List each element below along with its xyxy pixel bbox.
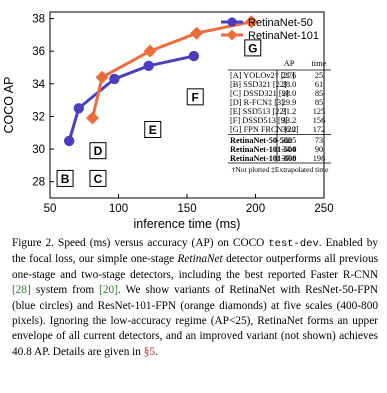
legend-label: RetinaNet-50: [248, 17, 313, 29]
speed-accuracy-chart: 50 100 150 200 250 28 30 32 34 36 38 inference time…: [2, 11, 334, 231]
table-cell-name: RetinaNet-101-800: [230, 154, 296, 163]
table-header: AP: [284, 58, 295, 68]
table-cell-time: 90: [315, 145, 323, 154]
x-tick-label: 100: [109, 203, 128, 215]
legend-label: RetinaNet-101: [248, 30, 319, 42]
table-cell-time: 85: [315, 89, 323, 98]
point-label: D: [94, 144, 103, 158]
data-point-circle: [143, 60, 154, 72]
data-point-circle: [109, 73, 120, 85]
table-cell-name: RetinaNet-101-500: [230, 145, 296, 154]
point-label-box: [244, 39, 262, 57]
legend-marker-circle: [227, 17, 237, 27]
caption-text: . We show variants of RetinaNet with Res…: [12, 284, 378, 358]
table-cell-ap: 32.5: [282, 136, 297, 145]
data-point-diamond: [85, 111, 99, 125]
table-cell-time: 25: [315, 71, 323, 80]
table-cell-time: 198: [313, 154, 325, 163]
citation-link[interactable]: [20]: [99, 284, 118, 297]
x-axis-label: inference time (ms): [134, 217, 241, 231]
table-cell-time: 61: [315, 80, 323, 89]
series-line: [67, 54, 195, 142]
table-cell-name: [A] YOLOv2† [27]: [230, 71, 295, 80]
data-point-diamond: [143, 44, 157, 58]
table-cell-ap: 36.2: [282, 125, 297, 134]
table-footnote: †Not plotted ‡Extrapolated time: [232, 165, 330, 174]
table-cell-ap: 34.4: [282, 145, 297, 154]
table-cell-name: RetinaNet-50-500: [230, 136, 292, 145]
y-tick-label: 28: [32, 177, 45, 189]
y-tick-label: 30: [32, 144, 45, 156]
point-label: F: [192, 90, 199, 104]
x-tick-label: 200: [246, 203, 265, 215]
point-label: C: [94, 172, 103, 186]
x-tick-label: 150: [177, 203, 196, 215]
caption-code: test-dev: [268, 238, 319, 250]
table-cell-name: [F] DSSD513 [9]: [230, 116, 288, 125]
y-axis-label: COCO AP: [2, 77, 16, 134]
data-point-diamond: [95, 70, 109, 84]
data-point-circle: [73, 103, 84, 114]
y-tick-label: 38: [32, 14, 45, 26]
y-tick-label: 34: [32, 79, 45, 91]
point-label-box: [56, 169, 74, 187]
point-label: B: [61, 172, 70, 186]
y-tick-label: 32: [32, 111, 45, 123]
table-cell-ap: 33.2: [282, 116, 297, 125]
table-cell-time: 172: [313, 125, 325, 134]
table-cell-name: [D] R-FCN‡ [3]: [230, 98, 284, 107]
table-cell-name: [G] FPN FRCN [20]: [230, 125, 299, 134]
point-label: G: [248, 41, 257, 55]
x-tick-label: 250: [314, 203, 333, 215]
data-point-diamond: [244, 15, 258, 29]
table-cell-ap: 37.8: [282, 154, 297, 163]
point-label-box: [144, 120, 162, 138]
caption-text: . Enabled by the focal loss, our simple …: [12, 237, 378, 266]
table-cell-name: [C] DSSD321 [9]: [230, 89, 289, 98]
caption-text: detector outperforms all previous one-st…: [12, 253, 378, 281]
table-cell-time: 156: [313, 116, 325, 125]
legend-marker-diamond: [226, 29, 238, 41]
table-cell-time: 125: [313, 107, 325, 116]
table-cell-time: 73: [315, 136, 323, 145]
section-link[interactable]: §5: [143, 345, 156, 358]
table-cell-ap: 31.2: [282, 107, 297, 116]
data-point-diamond: [190, 26, 204, 40]
table-cell-name: [B] SSD321 [22]: [230, 80, 287, 89]
x-tick-label: 50: [44, 203, 57, 215]
data-point-circle: [188, 50, 200, 62]
table-cell-ap: 28.0: [282, 80, 297, 89]
y-tick-label: 36: [32, 46, 45, 58]
point-label-box: [89, 169, 107, 187]
chart-series: [63, 15, 258, 147]
caption-text: Figure 2. Speed (ms) versus accuracy (AP…: [12, 237, 269, 249]
caption-italic: RetinaNet: [177, 253, 223, 266]
figure-caption: Figure 2. Speed (ms) versus accuracy (AP…: [12, 236, 378, 360]
table-cell-ap: 28.0: [282, 89, 297, 98]
point-label-box: [89, 142, 107, 160]
results-table: AP time [A] YOLOv2† [27]21.6 25 [B] SSD321 […: [228, 58, 331, 174]
table-cell-ap: 29.9: [282, 98, 297, 107]
point-label: E: [149, 123, 157, 137]
data-point-circle: [63, 135, 75, 147]
table-cell-name: [E] SSD513 [22]: [230, 107, 286, 116]
caption-text: .: [155, 345, 158, 358]
chart-point-labels: B CD E F G: [56, 39, 262, 187]
citation-link[interactable]: [28]: [12, 284, 31, 297]
table-cell-ap: 21.6: [282, 71, 297, 80]
table-header: time: [311, 58, 326, 68]
point-label-box: [186, 88, 204, 106]
caption-text: system from: [30, 284, 100, 297]
table-cell-time: 85: [315, 98, 323, 107]
chart-axes: 50 100 150 200 250 28 30 32 34 36 38 inference time…: [2, 11, 334, 231]
